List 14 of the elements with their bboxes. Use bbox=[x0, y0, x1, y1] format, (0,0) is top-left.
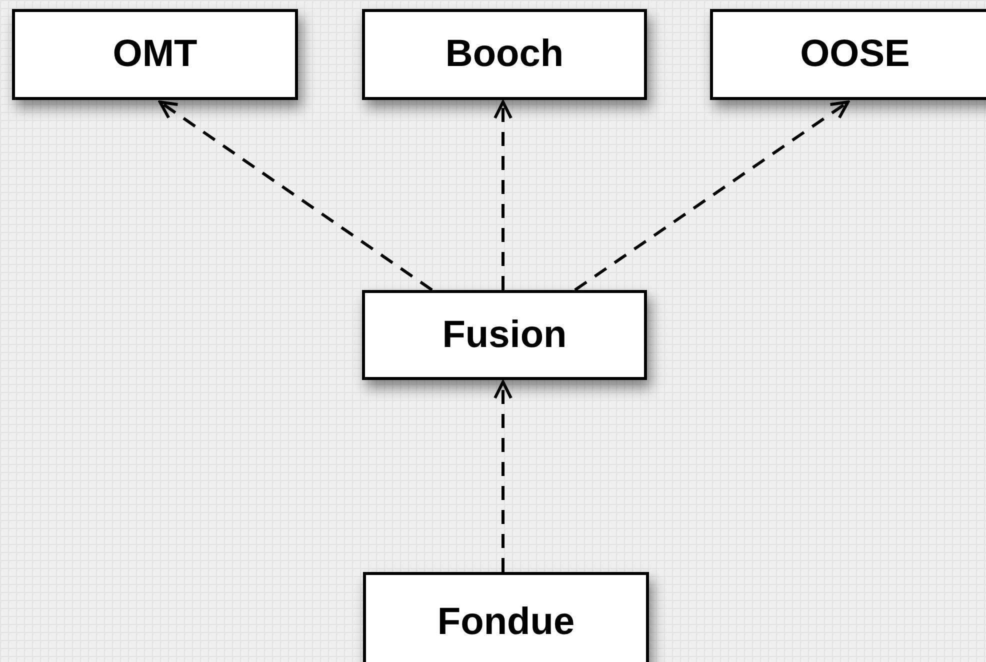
dependency-arrow bbox=[574, 100, 850, 292]
class-box bbox=[12, 9, 298, 100]
class-box bbox=[710, 9, 986, 100]
dependency-arrow bbox=[494, 100, 512, 290]
class-box bbox=[362, 9, 647, 100]
class-box bbox=[362, 290, 647, 380]
class-name: Fondue bbox=[437, 600, 575, 644]
dependency-arrow bbox=[494, 380, 512, 572]
class-name: OOSE bbox=[800, 33, 910, 76]
dependency-arrow bbox=[158, 100, 433, 292]
class-box bbox=[363, 572, 649, 662]
class-name: Booch bbox=[445, 33, 564, 76]
class-name: Fusion bbox=[442, 314, 567, 356]
class-name: OMT bbox=[112, 33, 198, 76]
